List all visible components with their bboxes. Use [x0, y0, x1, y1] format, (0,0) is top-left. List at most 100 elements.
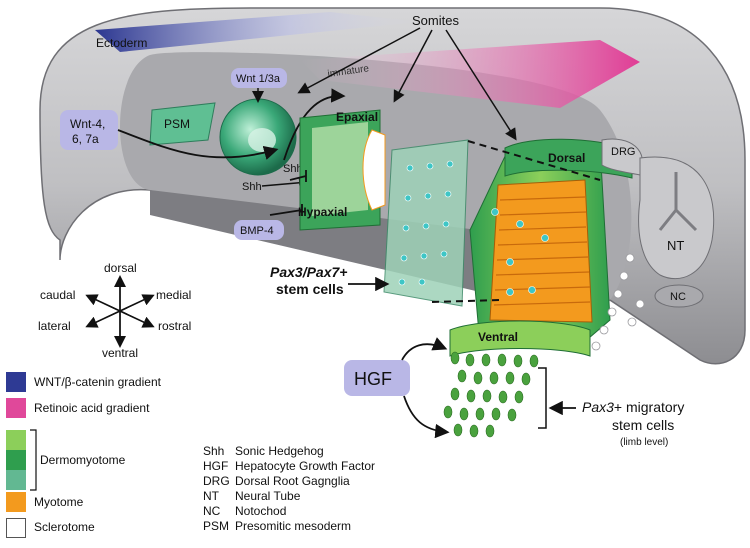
- wnt13a-label: Wnt 1/3a: [236, 73, 281, 85]
- abbr-psm: PSM Presomitic mesoderm: [203, 519, 351, 533]
- dorsal-label: Dorsal: [548, 151, 585, 165]
- abbr-key: PSM: [203, 519, 230, 533]
- pax37-label-line2: stem cells: [276, 281, 344, 297]
- legend-swatch-sclerotome: [6, 518, 26, 538]
- stem-cell-dot: [398, 278, 406, 286]
- pax3-label-line3: (limb level): [620, 437, 668, 448]
- dermomyotome-inner: [312, 122, 368, 216]
- stem-cell-dot: [491, 208, 499, 216]
- dorsal-lip: [504, 138, 633, 179]
- wnt467a-arrow: [117, 129, 279, 160]
- migratory-cell: [473, 371, 483, 385]
- psm-label: PSM: [164, 117, 190, 131]
- abbr-nc: NC Notochod: [203, 504, 286, 518]
- ectoderm-label: Ectoderm: [96, 36, 147, 50]
- legend-label-ra: Retinoic acid gradient: [34, 401, 150, 415]
- myotome-fiber: [497, 241, 588, 246]
- hgf-arrow-up: [401, 337, 448, 361]
- compass-caudal: caudal: [40, 288, 75, 302]
- psm-block: [149, 102, 216, 146]
- abbr-value: Dorsal Root Gagnglia: [235, 474, 350, 488]
- stem-cell-dot: [424, 192, 432, 200]
- bmp4-box: [234, 220, 284, 240]
- stem-cell-dot: [506, 288, 514, 296]
- migratory-cell: [459, 407, 469, 421]
- myotome-fiber: [495, 271, 590, 276]
- somites-arrow-2: [393, 29, 433, 103]
- migratory-cell: [469, 424, 479, 438]
- abbr-key: NT: [203, 489, 219, 503]
- migratory-cell: [443, 405, 453, 419]
- sclerotome-cell: [627, 317, 637, 327]
- pax3-label-line1: Pax3+ migratory: [582, 399, 684, 415]
- abbr-value: Sonic Hedgehog: [235, 444, 324, 458]
- neural-tube-lumen: [658, 172, 698, 232]
- stem-cell-dot: [406, 164, 414, 172]
- compass-lateral: lateral: [38, 319, 71, 333]
- ventral-label: Ventral: [478, 330, 518, 344]
- migratory-cell: [521, 372, 531, 386]
- myotome-fiber: [499, 211, 587, 216]
- myotome-fiber: [498, 226, 587, 231]
- stem-cell-dot: [426, 162, 434, 170]
- stem-cell-dot: [418, 278, 426, 286]
- somites-label: Somites: [412, 13, 459, 28]
- migratory-cell: [491, 407, 501, 421]
- neural-tube: [638, 156, 715, 280]
- nc-label: NC: [670, 291, 686, 303]
- legend-swatch-dermo-dark: [6, 450, 26, 470]
- legend-swatch-wnt: [6, 372, 26, 392]
- sclerotome-cell: [607, 307, 617, 317]
- bmp4-label: BMP-4: [240, 225, 274, 237]
- abbr-value: Presomitic mesoderm: [235, 519, 352, 533]
- nt-label: NT: [667, 238, 684, 253]
- sclerotome-cell: [619, 271, 629, 281]
- sclerotome-migrating-cells: [591, 253, 645, 351]
- projection-dashed-top: [467, 140, 601, 181]
- dermomyotome-bracket: [30, 429, 37, 491]
- stem-cell-dot: [422, 222, 430, 230]
- compass-axis-lateral-medial: [87, 294, 155, 327]
- stem-cell-dot: [440, 250, 448, 258]
- migratory-cell: [485, 424, 495, 438]
- hypaxial-label: Hypaxial: [298, 205, 347, 219]
- sclerotome-cell: [635, 299, 645, 309]
- migratory-cell: [498, 390, 508, 404]
- legend-label-wnt: WNT/β-catenin gradient: [34, 375, 161, 389]
- stem-cell-dot: [404, 194, 412, 202]
- migratory-cell: [489, 371, 499, 385]
- epaxial-label: Epaxial: [336, 110, 378, 124]
- compass-rostral: rostral: [158, 319, 191, 333]
- shh-curve-arrow: [283, 88, 346, 161]
- compass-ventral: ventral: [102, 346, 138, 360]
- abbr-key: NC: [203, 504, 221, 518]
- abbr-value: Notochod: [235, 504, 287, 518]
- abbr-key: HGF: [203, 459, 229, 473]
- stem-cell-dot: [528, 286, 536, 294]
- legend-swatch-ra: [6, 398, 26, 418]
- migratory-bracket: [538, 367, 547, 429]
- stem-cell-dot: [506, 258, 514, 266]
- pax37-label-line1: Pax3/Pax7+: [270, 264, 347, 280]
- migratory-cell: [457, 369, 467, 383]
- hgf-box: [344, 360, 410, 396]
- stem-cell-dot: [444, 190, 452, 198]
- myotome-fibers: [493, 196, 591, 306]
- myotome-block: [489, 179, 593, 323]
- ventral-lip: [449, 320, 591, 357]
- stem-cell-dot: [516, 220, 524, 228]
- pax3-label-line2: stem cells: [612, 417, 674, 433]
- wnt467a-label-line2: 6, 7a: [72, 132, 99, 146]
- orientation-compass: [85, 275, 155, 348]
- shh-inhibit: [289, 170, 307, 182]
- sclerotome-cell: [591, 341, 601, 351]
- drg-label: DRG: [611, 146, 635, 158]
- somites-arrow-3: [445, 29, 517, 141]
- migratory-cell: [507, 408, 517, 422]
- stem-cell-dot: [446, 160, 454, 168]
- migratory-cell: [514, 390, 524, 404]
